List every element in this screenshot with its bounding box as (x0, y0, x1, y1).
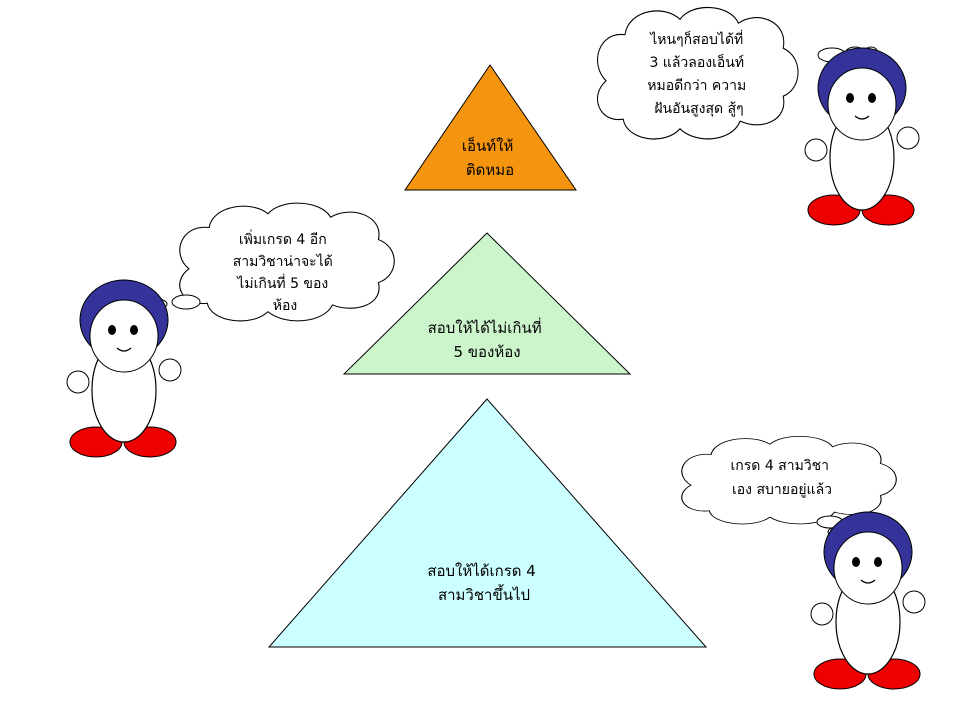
cartoon-kid-icon (66, 279, 182, 458)
cloud-shape-top-right (596, 6, 799, 140)
goal-middle: สอบให้ได้ไม่เกินที่ 5 ของห้อง (342, 232, 632, 375)
thought-dot (171, 294, 201, 310)
cloud-shape-bottom-right (681, 435, 897, 525)
goal-middle-triangle (342, 232, 632, 375)
thought-text-left: เพิ่มเกรด 4 อีก สามวิชาน่าจะได้ ไม่เกินท… (233, 230, 338, 314)
thought-text-bottom-right: เกรด 4 สามวิชา เอง สบายอยู่แล้ว (731, 458, 834, 498)
thought-text-top-right: ไหนๆก็สอบได้ที่ 3 แล้วลองเอ็นท์ หมอดีกว่… (647, 30, 750, 117)
character-bottom-right (810, 511, 926, 690)
goal-bottom-triangle (267, 398, 708, 648)
character-left (66, 279, 182, 458)
cartoon-kid-icon (804, 47, 920, 226)
goal-middle-text: สอบให้ได้ไม่เกินที่ 5 ของห้อง (428, 317, 547, 361)
goal-top: เอ็นท์ให้ ติดหมอ (404, 64, 577, 191)
goal-bottom-text: สอบให้ได้เกรด 4 สามวิชาขึ้นไป (427, 562, 540, 604)
thought-bubble-left: เพิ่มเกรด 4 อีก สามวิชาน่าจะได้ ไม่เกินท… (131, 202, 395, 322)
goal-top-text: เอ็นท์ให้ ติดหมอ (462, 136, 518, 179)
cartoon-kid-icon (810, 511, 926, 690)
character-top-right (804, 47, 920, 226)
goal-top-triangle (404, 64, 577, 191)
goal-bottom: สอบให้ได้เกรด 4 สามวิชาขึ้นไป (267, 398, 708, 648)
